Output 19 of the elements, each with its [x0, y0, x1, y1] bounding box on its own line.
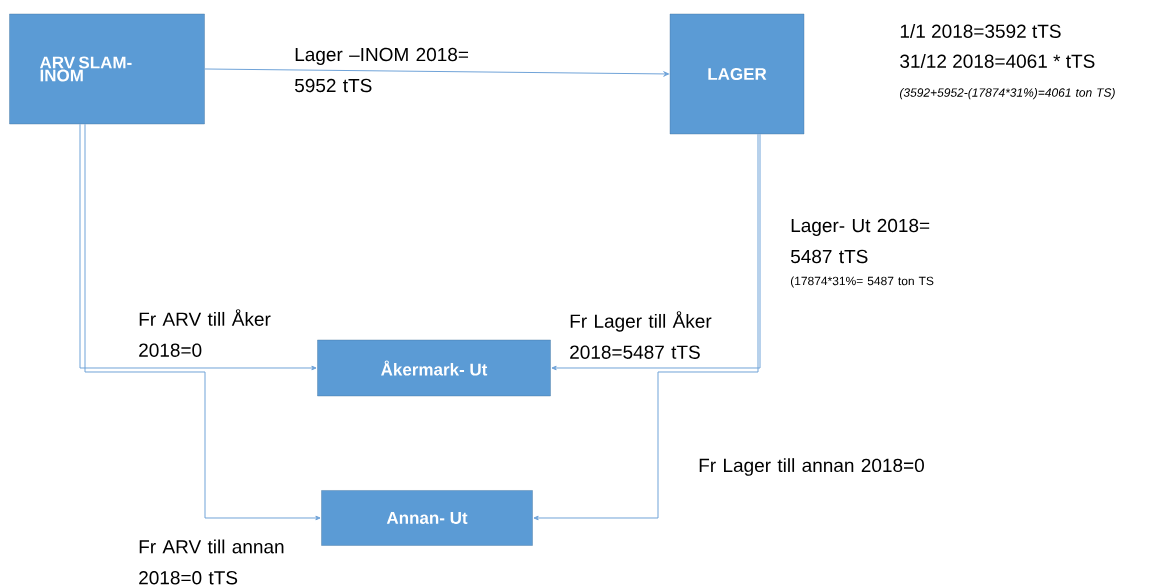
process-box: LAGER	[669, 13, 805, 135]
edge-label: Fr ARV till annan 2018=0 tTS	[139, 539, 284, 585]
process-box: Annan- Ut	[321, 490, 533, 546]
edge-label: Lager –INOM 2018= 5952 tTS	[294, 47, 468, 93]
arrow	[533, 133, 759, 521]
annotation-text: 31/12 2018=4061 * tTS	[900, 54, 1095, 68]
annotation-text: (17874*31%= 5487 ton TS	[790, 276, 934, 288]
arrow	[79, 123, 317, 371]
arrow	[204, 68, 670, 77]
process-box: Åkermark- Ut	[317, 339, 551, 397]
edge-label: Fr ARV till Åker 2018=0	[139, 309, 271, 357]
arrow	[84, 123, 321, 521]
annotation-text: 1/1 2018=3592 tTS	[900, 24, 1061, 38]
annotation-text: Lager- Ut 2018= 5487 tTS	[790, 218, 930, 264]
edge-label: Fr Lager till Åker 2018=5487 tTS	[570, 311, 712, 359]
arrow	[551, 133, 761, 371]
formula-note: (3592+5952-(17874*31%)=4061 ton TS)	[899, 88, 1115, 100]
edge-label: Fr Lager till annan 2018=0	[699, 458, 924, 476]
process-box: ARV SLAM-INOM	[9, 13, 205, 125]
